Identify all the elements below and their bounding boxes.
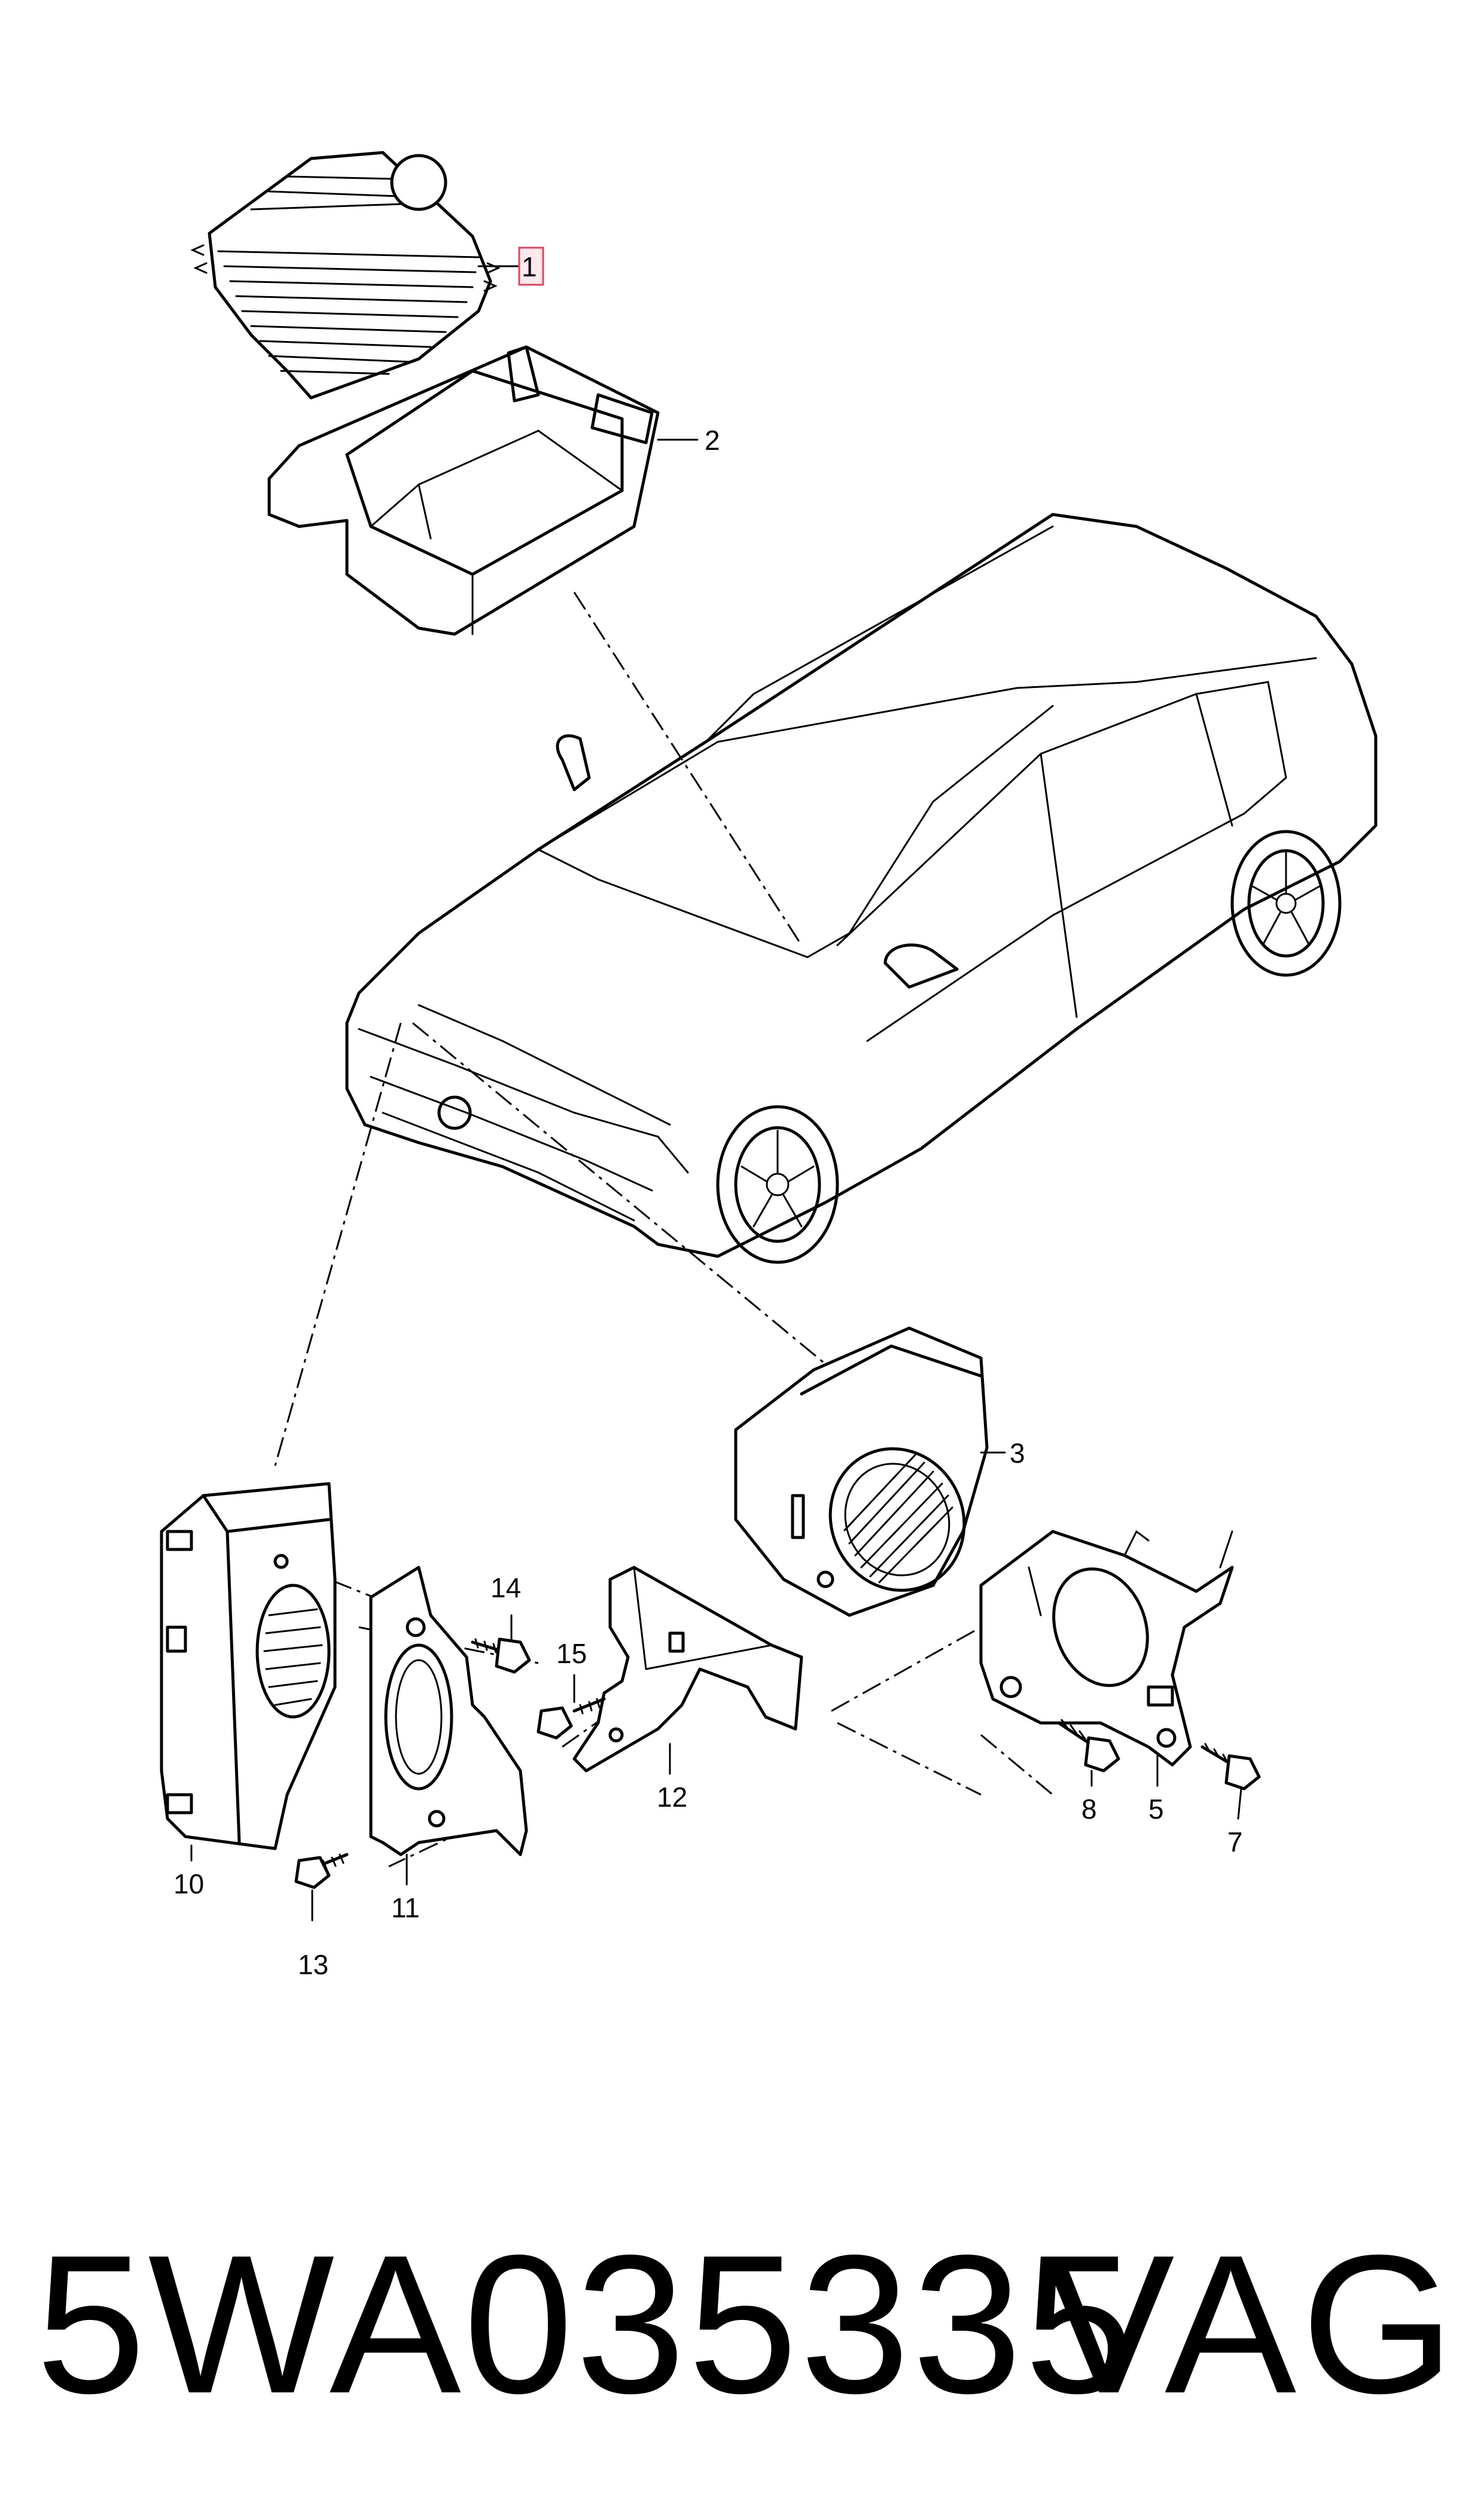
callout-15[interactable]: 15 — [556, 1638, 587, 1703]
speaker-enclosure-part-10[interactable] — [160, 1482, 337, 1850]
callout-5[interactable]: 5 — [1148, 1755, 1164, 1825]
callout-12[interactable]: 12 — [657, 1743, 687, 1813]
bracket-plate-part-11[interactable] — [369, 1566, 528, 1856]
mounting-bracket-part-12[interactable] — [572, 1566, 803, 1773]
amplifier-module-part-1[interactable] — [190, 151, 501, 400]
callout-13[interactable]: 13 — [298, 1889, 328, 1980]
callout-15-label: 15 — [556, 1638, 587, 1669]
vehicle-outline — [345, 513, 1378, 1264]
callout-14-label: 14 — [490, 1572, 521, 1603]
callout-8-label: 8 — [1081, 1794, 1097, 1825]
callout-5-label: 5 — [1148, 1794, 1164, 1825]
screw-part-15[interactable] — [537, 1697, 606, 1740]
brand-label: VAG — [1043, 2213, 1459, 2434]
callout-12-label: 12 — [657, 1782, 687, 1813]
screw-part-14[interactable] — [471, 1637, 531, 1674]
callout-1-label: 1 — [522, 251, 537, 282]
speaker-bracket-part-5[interactable] — [979, 1530, 1234, 1767]
callout-13-label: 13 — [298, 1949, 328, 1980]
callout-1-highlight — [518, 246, 544, 286]
callout-7-label: 7 — [1227, 1826, 1243, 1858]
callout-1[interactable]: 1 — [477, 246, 544, 286]
callout-10[interactable]: 10 — [173, 1844, 204, 1899]
speaker-enclosure-part-3[interactable] — [734, 1326, 989, 1617]
callout-3[interactable]: 3 — [980, 1438, 1025, 1469]
callout-14[interactable]: 14 — [490, 1572, 521, 1640]
callout-10-label: 10 — [173, 1868, 204, 1899]
bracket-tray-part-2[interactable] — [267, 345, 660, 636]
screw-part-7[interactable] — [1200, 1743, 1261, 1791]
screw-part-13[interactable] — [294, 1853, 349, 1889]
callout-2[interactable]: 2 — [657, 425, 720, 456]
callout-11[interactable]: 11 — [391, 1853, 420, 1923]
callout-3-label: 3 — [1010, 1438, 1025, 1469]
part-number: 5WA035335 — [36, 2213, 1137, 2434]
callout-7[interactable]: 7 — [1227, 1788, 1243, 1858]
callout-11-label: 11 — [391, 1892, 420, 1923]
screw-part-8[interactable] — [1057, 1719, 1120, 1773]
caption: 5WA035335 VAG — [36, 2225, 1459, 2465]
callout-2-label: 2 — [705, 425, 720, 456]
callout-8[interactable]: 8 — [1081, 1770, 1097, 1825]
